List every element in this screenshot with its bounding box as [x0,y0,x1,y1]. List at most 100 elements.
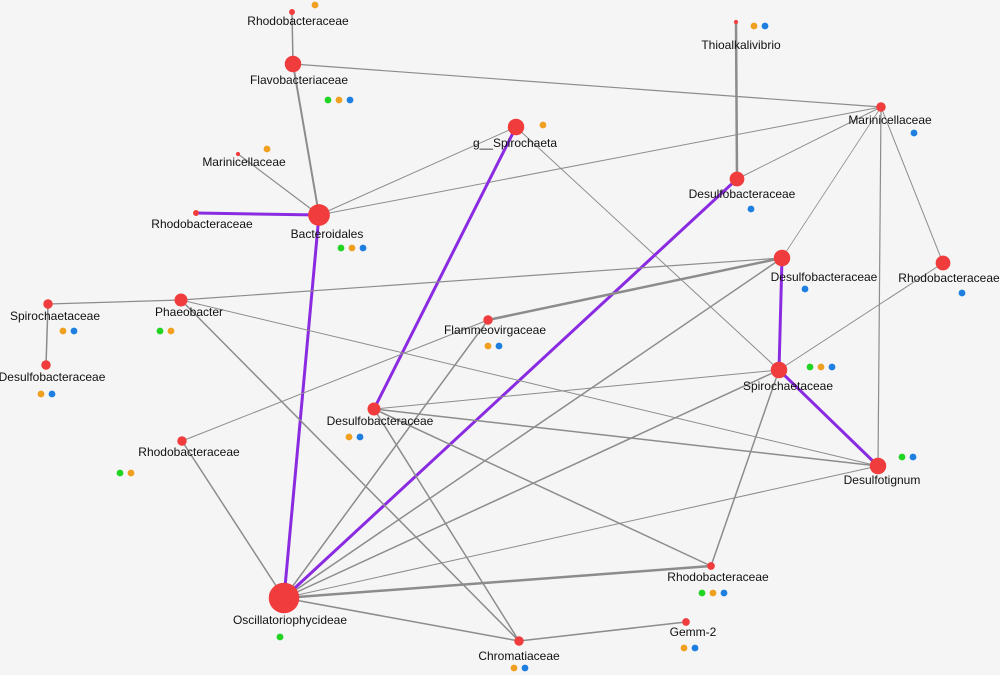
node-circle[interactable] [507,118,525,136]
node-spiroch_right[interactable]: Spirochaetaceae [743,361,836,393]
marker-dot-green [276,633,284,641]
marker-dot-blue [70,327,78,335]
edge-oscill-rhodo_bottom [282,564,713,600]
node-circle[interactable] [773,249,791,267]
marker-dot-blue [521,664,529,672]
marker-dot-blue [359,244,367,252]
edge-marini_right-desulfotignum [877,106,882,467]
node-spirochaeta[interactable]: g__Spirochaeta [473,118,557,150]
node-desulfobac_mid[interactable]: Desulfobacteraceae [771,249,878,293]
edge-rhodo_left-bacteroidales [194,211,321,217]
node-label: g__Spirochaeta [473,136,557,150]
marker-dot-orange [37,390,45,398]
node-label: Spirochaetaceae [743,379,833,393]
node-label: Marinicellaceae [202,155,286,169]
edge-spiroch_right-rhodo_bottom [710,369,780,567]
node-circle[interactable] [284,55,302,73]
node-desulfobac_left[interactable]: Desulfobacteraceae [0,360,106,398]
node-desulfobac_center[interactable]: Desulfobacteraceae [327,402,434,441]
edge-rhodo_right-spiroch_right [778,262,944,371]
marker-dot-green [698,589,706,597]
node-oscill[interactable]: Oscillatoriophycideae [233,582,347,641]
marker-dot-blue [747,205,755,213]
node-circle[interactable] [177,436,187,446]
node-rhodo_bottom[interactable]: Rhodobacteraceae [667,562,769,597]
node-circle[interactable] [193,210,199,216]
node-desulfotignum[interactable]: Desulfotignum [844,453,921,487]
marker-dot-blue [909,453,917,461]
marker-dot-blue [356,433,364,441]
edge-desulfobac_mid-phaeobacter [180,257,783,301]
node-label: Rhodobacteraceae [247,14,349,28]
marker-dot-orange [348,244,356,252]
marker-dot-orange [510,664,518,672]
node-label: Phaeobacter [155,305,223,319]
node-gemm[interactable]: Gemm-2 [670,618,717,652]
edge-bacteroidales-marini_right [318,106,882,216]
node-circle[interactable] [770,361,788,379]
node-desulfobac_top[interactable]: Desulfobacteraceae [689,171,796,213]
marker-dot-orange [127,469,135,477]
marker-dot-blue [828,363,836,371]
node-spiroch_left[interactable]: Spirochaetaceae [10,299,100,335]
marker-dot-blue [761,22,769,30]
edge-desulfotignum-oscill [283,465,879,599]
marker-dot-orange [59,327,67,335]
node-chromat[interactable]: Chromatiaceae [478,636,560,672]
marker-dot-green [156,327,164,335]
node-label: Thioalkalivibrio [701,38,781,52]
node-rhodo_top[interactable]: Rhodobacteraceae [247,1,349,28]
node-circle[interactable] [876,102,886,112]
edge-spiroch_right-desulfotignum [777,368,880,468]
node-flammeo[interactable]: Flammeovirgaceae [444,315,546,350]
node-marini_left[interactable]: Marinicellaceae [202,145,286,169]
edge-bacteroidales-spirochaeta [318,126,517,216]
node-flavo[interactable]: Flavobacteriaceae [250,55,354,104]
marker-dot-blue [958,289,966,297]
edge-desulfobac_center-chromat [373,408,520,642]
node-circle[interactable] [935,255,951,271]
node-label: Marinicellaceae [848,113,932,127]
node-label: Desulfobacteraceae [689,187,796,201]
node-circle[interactable] [514,636,524,646]
node-rhodo_left[interactable]: Rhodobacteraceae [151,210,253,231]
node-circle[interactable] [869,457,887,475]
marker-dot-blue [801,285,809,293]
node-circle[interactable] [289,9,295,15]
marker-dot-orange [335,96,343,104]
node-marini_right[interactable]: Marinicellaceae [848,102,932,137]
node-label: Oscillatoriophycideae [233,613,347,627]
marker-dot-orange [311,1,319,9]
node-label: Spirochaetaceae [10,309,100,323]
node-circle[interactable] [483,315,493,325]
node-rhodo_right[interactable]: Rhodobacteraceae [898,255,1000,297]
marker-dot-orange [709,589,717,597]
node-phaeobacter[interactable]: Phaeobacter [155,293,223,335]
marker-dot-blue [495,342,503,350]
node-label: Rhodobacteraceae [667,570,769,584]
edge-rhodo_mid-oscill [181,440,285,599]
node-circle[interactable] [268,582,300,614]
node-label: Flammeovirgaceae [444,323,546,337]
node-circle[interactable] [235,151,241,157]
node-label: Rhodobacteraceae [151,217,253,231]
node-bacteroidales[interactable]: Bacteroidales [291,204,367,252]
edge-marini_right-desulfobac_top [736,106,882,180]
marker-dot-blue [720,589,728,597]
node-label: Desulfobacteraceae [327,414,434,428]
node-rhodo_mid[interactable]: Rhodobacteraceae [116,436,240,477]
node-circle[interactable] [174,293,188,307]
edge-chromat-gemm [518,621,687,642]
node-circle[interactable] [41,360,51,370]
node-circle[interactable] [707,562,715,570]
node-circle[interactable] [308,204,330,226]
node-circle[interactable] [729,171,745,187]
node-circle[interactable] [682,618,690,626]
node-circle[interactable] [733,19,739,25]
node-circle[interactable] [367,402,381,416]
node-label: Flavobacteriaceae [250,73,348,87]
node-circle[interactable] [43,299,53,309]
node-thioalk[interactable]: Thioalkalivibrio [701,19,781,52]
